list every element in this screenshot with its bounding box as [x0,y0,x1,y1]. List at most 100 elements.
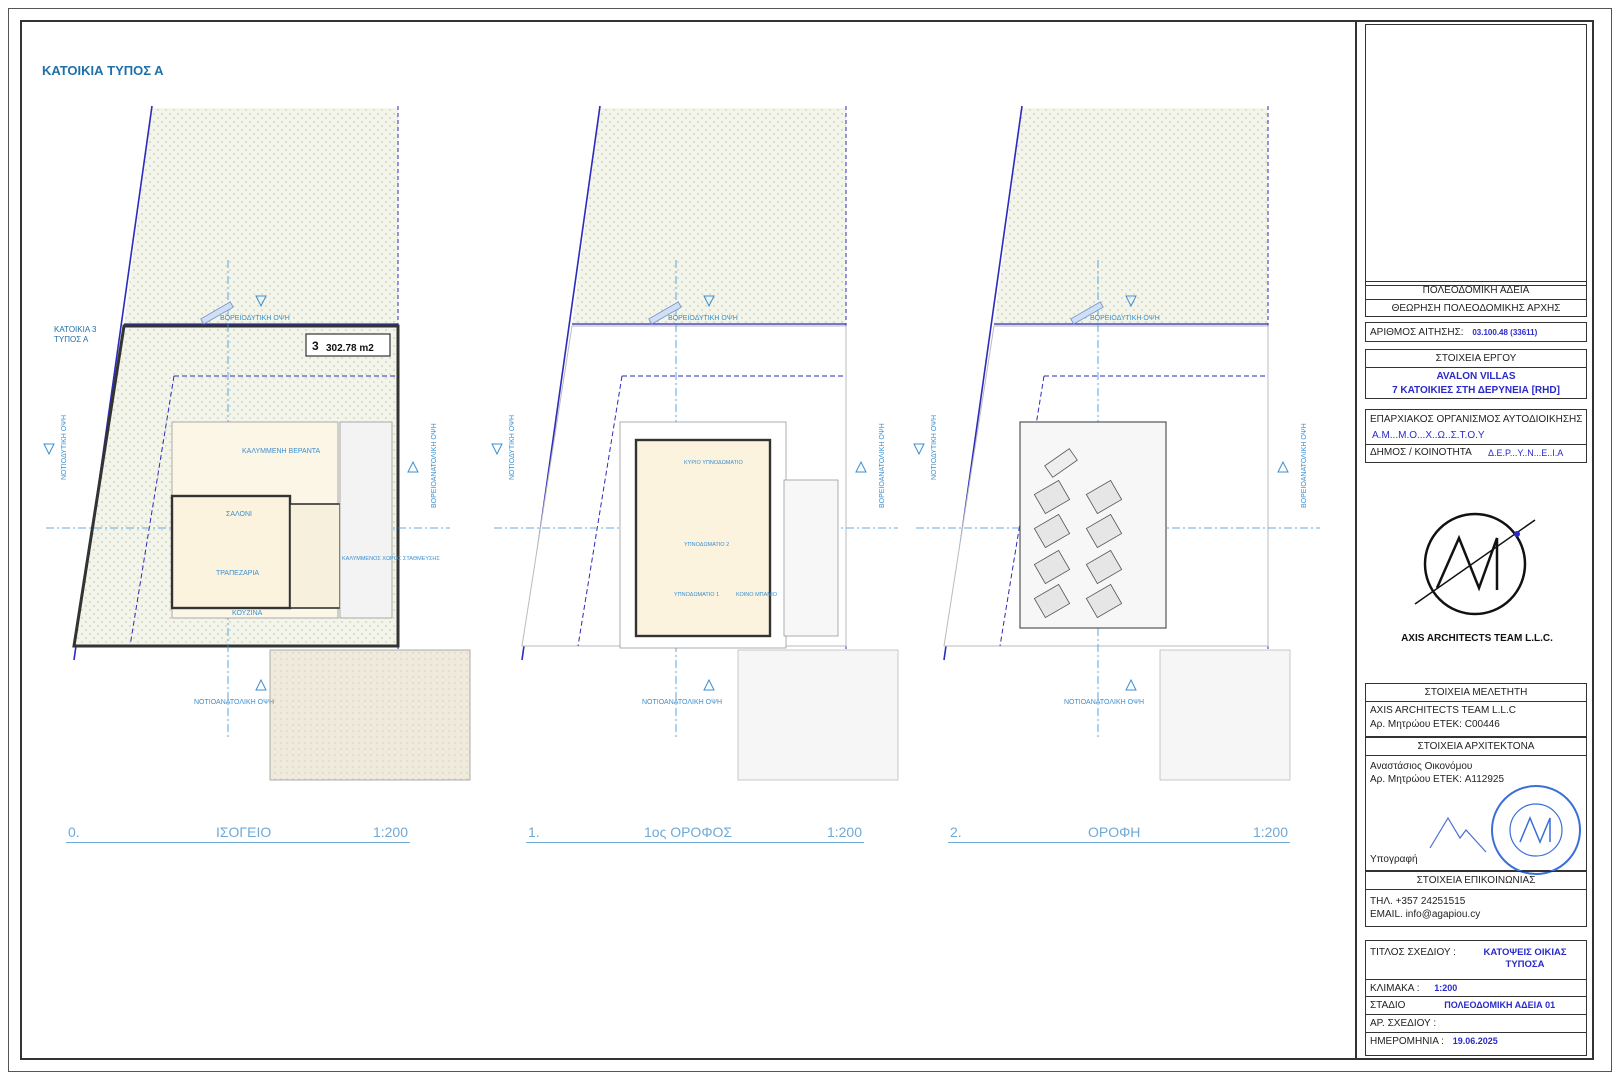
view-number: 2. [950,824,962,840]
solar-panel [1085,583,1123,619]
road-area [1159,649,1291,781]
project-box: ΣΤΟΙΧΕΙΑ ΕΡΓΟΥ AVALON VILLAS 7 ΚΑΤΟΙΚΙΕΣ… [1365,349,1587,399]
project-name: AVALON VILLAS [1436,371,1516,382]
contact-box: ΣΤΟΙΧΕΙΑ ΕΠΙΚΟΙΝΩΝΙΑΣ ΤΗΛ. +357 24251515… [1365,871,1587,927]
house-walls [634,438,772,638]
signature-icon [1429,816,1487,853]
skylight [648,301,682,325]
designer-name: AXIS ARCHITECTS TEAM L.L.C [1370,705,1516,716]
solar-panel [1085,549,1123,585]
view-scale: 1:200 [826,824,862,840]
view-arrow [1277,460,1289,473]
designer-registration: Αρ. Μητρώου ΕΤΕΚ: C00446 [1370,719,1500,730]
axis-logo: AXIS ARCHITECTS TEAM L.L.C. [1401,512,1553,644]
logo-text: AXIS ARCHITECTS TEAM L.L.C. [1401,633,1553,644]
view-arrow [855,460,867,473]
view-arrow [703,295,715,308]
core [289,503,341,609]
municipality-label: ΔΗΜΟΣ / ΚΟΙΝΟΤΗΤΑ [1370,447,1472,458]
north-elevation-label: ΒΟΡΕΙΟΔΥΤΙΚΗ ΟΨΗ [668,315,738,322]
municipality-value: Δ.Ε.Ρ...Υ..Ν...Ε..Ι.Α [1488,448,1564,458]
skylight [1070,301,1104,325]
plan-first-floor: ΚΥΡΙΟ ΥΠΝΟΔΩΜΑΤΙΟ ΥΠΝΟΔΩΜΑΤΙΟ 2 ΥΠΝΟΔΩΜΑΤΙ… [491,105,899,781]
roof-below [783,479,839,637]
contact-email: EMAIL. info@agapiou.cy [1370,909,1481,920]
architect-registration: Αρ. Μητρώου ΕΤΕΚ: A112925 [1370,774,1505,785]
garden-area [994,108,1268,326]
plan-label: ΥΠΝΟΔΩΜΑΤΙΟ 2 [684,542,729,548]
view-arrow [255,295,267,308]
west-elevation-label: ΝΟΤΙΟΔΥΤΙΚΗ ΟΨΗ [509,415,516,480]
west-elevation-label: ΝΟΤΙΟΔΥΤΙΚΗ ΟΨΗ [931,415,938,480]
drawing-title-label: ΤΙΤΛΟΣ ΣΧΕΔΙΟΥ : [1370,947,1456,958]
view-arrow [913,443,925,456]
sheet-frame [20,20,1594,1060]
carport [339,421,393,619]
view-scale: 1:200 [372,824,408,840]
view-name: 1ος ΟΡΟΦΟΣ [644,824,733,840]
plan-label: ΤΡΑΠΕΖΑΡΙΑ [216,570,259,577]
view-arrow [1125,295,1137,308]
view-label-ground: 0. ΙΣΟΓΕΙΟ 1:200 [66,824,410,843]
scale-label: ΚΛΙΜΑΚΑ : [1370,983,1420,994]
review-label: ΘΕΩΡΗΣΗ ΠΟΛΕΟΔΟΜΙΚΗΣ ΑΡΧΗΣ [1391,303,1561,314]
authority-label: ΕΠΑΡΧΙΑΚΟΣ ΟΡΓΑΝΙΣΜΟΣ ΑΥΤΟΔΙΟΙΚΗΣΗΣ [1370,414,1583,425]
view-name: ΟΡΟΦΗ [1088,824,1141,840]
drawing-number-label: ΑΡ. ΣΧΕΔΙΟΥ : [1370,1018,1437,1029]
garden-area [572,108,846,326]
plan-roof: ΒΟΡΕΙΟΔΥΤΙΚΗ ΟΨΗ ΝΟΤΙΟΑΝΑΤΟΛΙΚΗ ΟΨΗ ΝΟΤΙΟΔ… [913,105,1320,781]
setback-line [129,375,175,647]
outer-border [8,8,1612,1072]
plot-number: 3 [312,339,319,353]
project-description: 7 ΚΑΤΟΙΚΙΕΣ ΣΤΗ ΔΕΡΥΝΕΙΑ [RHD] [1392,385,1560,396]
plan-label: ΣΑΛΟΝΙ [226,511,252,518]
view-arrow [255,678,267,691]
stamp-box [1365,24,1587,286]
east-elevation-label: ΒΟΡΕΙΟΑΝΑΤΟΛΙΚΗ ΟΨΗ [879,423,886,508]
stage-label: ΣΤΑΔΙΟ [1370,1000,1406,1011]
drawing-title: ΚΑΤΟΨΕΙΣ ΟΙΚΙΑΣ ΤΥΠΟΣΑ [1483,947,1567,970]
drawing-info-box: ΤΙΤΛΟΣ ΣΧΕΔΙΟΥ : ΚΑΤΟΨΕΙΣ ΟΙΚΙΑΣ ΤΥΠΟΣΑ … [1365,940,1587,1056]
east-elevation-label: ΒΟΡΕΙΟΑΝΑΤΟΛΙΚΗ ΟΨΗ [1301,423,1308,508]
plan-label: ΚΥΡΙΟ ΥΠΝΟΔΩΜΑΤΙΟ [684,460,744,466]
stamp-seal-icon [1491,785,1581,875]
solar-panel [1033,583,1071,619]
plan-label: ΥΠΝΟΔΩΜΑΤΙΟ 1 [674,592,719,598]
house-tag: ΚΑΤΟΙΚΙΑ 3 [54,325,97,334]
view-arrow [43,443,55,456]
designer-box: ΣΤΟΙΧΕΙΑ ΜΕΛΕΤΗΤΗ AXIS ARCHITECTS TEAM L… [1365,683,1587,737]
application-box: ΑΡΙΘΜΟΣ ΑΙΤΗΣΗΣ: 03.100.48 (33611) [1365,322,1587,342]
north-elevation-label: ΒΟΡΕΙΟΔΥΤΙΚΗ ΟΨΗ [1090,315,1160,322]
plan-label: ΚΑΛΥΜΜΕΝΟΣ ΧΩΡΟΣ ΣΤΑΘΜΕΥΣΗΣ [342,556,440,562]
plan-label: ΚΟΙΝΟ ΜΠΑΝΙΟ [736,592,778,598]
view-scale: 1:200 [1252,824,1288,840]
south-elevation-label: ΝΟΤΙΟΑΝΑΤΟΛΙΚΗ ΟΨΗ [1064,699,1144,706]
plan-label: ΚΟΥΖΙΝΑ [232,610,263,617]
designer-header: ΣΤΟΙΧΕΙΑ ΜΕΛΕΤΗΤΗ [1424,687,1528,698]
application-label: ΑΡΙΘΜΟΣ ΑΙΤΗΣΗΣ: [1370,327,1464,338]
garden-area [124,108,398,326]
view-number: 1. [528,824,540,840]
plot-tag [305,333,391,357]
solar-panel [1033,479,1071,515]
solar-panel [1085,513,1123,549]
view-arrow [407,460,419,473]
view-label-roof: 2. ΟΡΟΦΗ 1:200 [948,824,1290,843]
authority-box: ΕΠΑΡΧΙΑΚΟΣ ΟΡΓΑΝΙΣΜΟΣ ΑΥΤΟΔΙΟΙΚΗΣΗΣ Α.Μ.… [1365,409,1587,463]
view-number: 0. [68,824,80,840]
south-elevation-label: ΝΟΤΙΟΑΝΑΤΟΛΙΚΗ ΟΨΗ [194,699,274,706]
project-header: ΣΤΟΙΧΕΙΑ ΕΡΓΟΥ [1435,353,1517,364]
title-block: ΠΟΛΕΟΔΟΜΙΚΗ ΑΔΕΙΑ ΘΕΩΡΗΣΗ ΠΟΛΕΟΔΟΜΙΚΗΣ Α… [1355,20,1594,1060]
solar-panel [1085,479,1123,515]
scale-value: 1:200 [1434,983,1458,993]
date-label: ΗΜΕΡΟΜΗΝΙΑ : [1370,1036,1444,1047]
south-elevation-label: ΝΟΤΙΟΑΝΑΤΟΛΙΚΗ ΟΨΗ [642,699,722,706]
signature-label: Υπογραφή [1370,854,1418,865]
sheet-title: ΚΑΤΟΙΚΙΑ ΤΥΠΟΣ Α [42,63,164,78]
solar-panel [1033,513,1071,549]
permit-box: ΠΟΛΕΟΔΟΜΙΚΗ ΑΔΕΙΑ ΘΕΩΡΗΣΗ ΠΟΛΕΟΔΟΜΙΚΗΣ Α… [1365,281,1587,317]
solar-panel [1033,549,1071,585]
contact-phone: ΤΗΛ. +357 24251515 [1370,896,1466,907]
plan-label: ΚΑΛΥΜΜΕΝΗ ΒΕΡΑΝΤΑ [242,448,321,455]
plan-ground-floor: ΚΑΛΥΜΜΕΝΗ ΒΕΡΑΝΤΑ ΣΑΛΟΝΙ ΤΡΑΠΕΖΑΡΙΑ ΚΟΥΖΙΝΑ… [43,105,471,781]
